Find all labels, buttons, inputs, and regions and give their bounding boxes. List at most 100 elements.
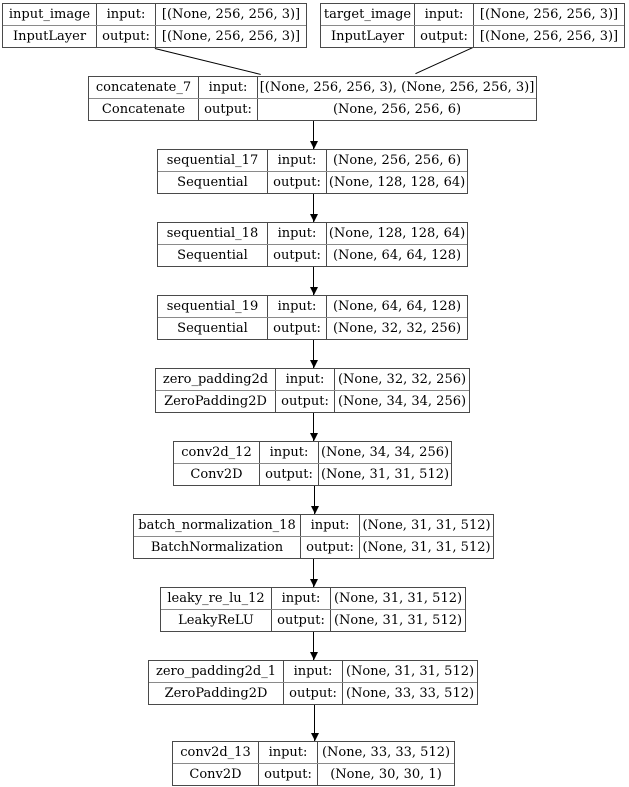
output-shape: [(None, 256, 256, 3)] (479, 29, 619, 44)
node-row: concatenate_7 input:[(None, 256, 256, 3),… (89, 77, 536, 99)
node-row: input_image input: [(None, 256, 256, 3)] (3, 4, 306, 26)
input-label: input: (275, 369, 335, 390)
input-shape: (None, 31, 31, 512) (333, 591, 463, 606)
layer-name: concatenate_7 (95, 80, 192, 95)
layer-name: conv2d_12 (181, 445, 252, 460)
layer-class: Concatenate (101, 102, 186, 117)
edge-leaky_re_lu_12-to-zero_padding2d_1 (313, 632, 314, 660)
output-shape: [(None, 256, 256, 3)] (161, 29, 301, 44)
output-label: output: (271, 610, 331, 631)
layer-name: leaky_re_lu_12 (167, 591, 265, 606)
node-row: Concatenate output: (None, 256, 256, 6) (89, 99, 536, 120)
layer-class: Sequential (177, 248, 248, 263)
edge-zero_padding2d_1-to-conv2d_13 (314, 705, 315, 741)
layer-class: BatchNormalization (150, 540, 284, 555)
layer-class: ZeroPadding2D (164, 394, 267, 409)
edge-conv2d_12-to-batch_normalization_18 (314, 486, 315, 514)
input-label: input: (271, 588, 331, 609)
output-label: output: (96, 26, 156, 47)
output-label: output: (259, 464, 319, 485)
input-shape: (None, 128, 128, 64) (328, 226, 466, 241)
output-label: output: (300, 537, 360, 558)
arrow-head-sequential_17 (309, 141, 318, 149)
layer-class: Conv2D (189, 767, 242, 782)
input-shape: (None, 31, 31, 512) (362, 518, 491, 533)
input-shape: [(None, 256, 256, 3)] (479, 7, 619, 22)
output-shape: (None, 31, 31, 512) (320, 467, 450, 482)
input-shape: [(None, 256, 256, 3)] (161, 7, 301, 22)
layer-class: ZeroPadding2D (164, 686, 268, 701)
input-label: input: (198, 77, 258, 98)
edge-zero_padding2d-to-conv2d_12 (313, 413, 314, 441)
layer-name: target_image (323, 7, 412, 22)
edge-sequential_17-to-sequential_18 (313, 194, 314, 222)
layer-class: InputLayer (12, 29, 87, 44)
output-label: output: (267, 318, 327, 339)
output-label: output: (414, 26, 474, 47)
arrow-head-conv2d_13 (310, 733, 319, 741)
edge-input_image-to-concatenate_7 (154, 48, 261, 75)
layer-name: sequential_19 (166, 299, 259, 314)
output-label: output: (267, 245, 327, 266)
output-shape: (None, 34, 34, 256) (337, 394, 467, 409)
arrow-head-sequential_18 (309, 214, 318, 222)
output-shape: (None, 256, 256, 6) (332, 102, 462, 117)
layer-class: Sequential (177, 321, 248, 336)
input-label: input: (414, 4, 474, 25)
arrow-head-zero_padding2d (309, 360, 318, 368)
edge-sequential_19-to-zero_padding2d (313, 340, 314, 368)
output-label: output: (198, 99, 258, 120)
layer-node-leaky_re_lu_12: leaky_re_lu_12 input:(None, 31, 31, 512) L… (160, 587, 466, 632)
arrow-head-zero_padding2d_1 (309, 652, 318, 660)
input-shape: (None, 31, 31, 512) (345, 664, 475, 679)
edge-concatenate_7-to-sequential_17 (313, 121, 314, 149)
edge-target_image-to-concatenate_7 (415, 47, 473, 74)
layer-class: InputLayer (330, 29, 405, 44)
output-shape: (None, 64, 64, 128) (332, 248, 462, 263)
layer-name: input_image (8, 7, 91, 22)
input-label: input: (96, 4, 156, 25)
layer-name: zero_padding2d_1 (155, 664, 276, 679)
node-row: InputLayer output: [(None, 256, 256, 3)] (3, 26, 306, 47)
layer-name: batch_normalization_18 (138, 518, 296, 533)
input-shape: [(None, 256, 256, 3), (None, 256, 256, 3… (259, 80, 535, 95)
input-shape: (None, 256, 256, 6) (332, 153, 462, 168)
arrow-head-leaky_re_lu_12 (309, 579, 318, 587)
edge-sequential_18-to-sequential_19 (313, 267, 314, 295)
node-row: Sequential output: (None, 64, 64, 128) (158, 245, 467, 266)
input-label: input: (258, 742, 318, 763)
layer-name: zero_padding2d (162, 372, 269, 387)
node-row: InputLayer output: [(None, 256, 256, 3)] (321, 26, 624, 47)
output-shape: (None, 128, 128, 64) (328, 175, 466, 190)
layer-class: LeakyReLU (178, 613, 254, 628)
input-label: input: (267, 296, 327, 317)
input-shape: (None, 34, 34, 256) (320, 445, 450, 460)
node-row: leaky_re_lu_12 input:(None, 31, 31, 512) (161, 588, 465, 610)
layer-name: conv2d_13 (180, 745, 251, 760)
